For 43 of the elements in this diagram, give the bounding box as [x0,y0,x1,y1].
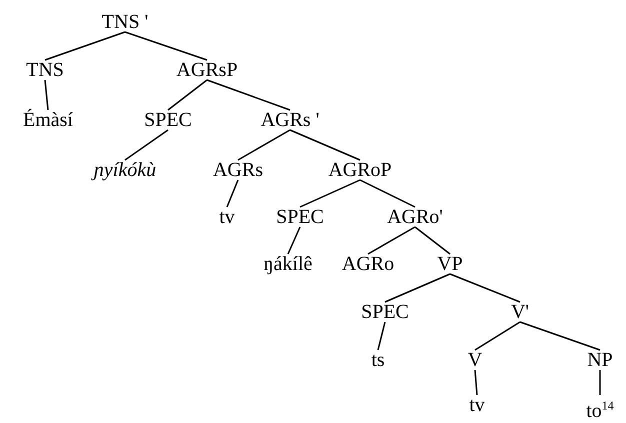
tree-branch [450,273,520,303]
tree-branch [168,79,208,111]
tree-label: AGRoP [328,158,392,182]
tree-label: ts [371,348,385,372]
tree-branch [44,31,126,61]
tree-label: tv [469,393,485,417]
tree-label: ŋákílê [264,252,312,276]
tree-label: tv [219,205,235,229]
tree-branch [124,31,208,61]
tree-branch [206,79,290,111]
tree-label: V' [510,300,530,324]
tree-label: SPEC [276,205,324,229]
tree-branch [414,226,450,255]
tree-branch [226,180,239,208]
tree-branch [599,370,601,395]
tree-branch [384,273,450,303]
tree-branch [287,226,301,254]
tree-label: Émàsí [23,108,73,132]
tree-label: AGRs ' [260,108,320,132]
tree-label: NP [587,348,613,372]
tree-branch [290,129,360,161]
tree-label: SPEC [361,300,409,324]
tree-label: ɲyíkókù [94,158,156,182]
tree-label: AGRo' [387,205,443,229]
tree-label: TNS ' [102,10,148,34]
tree-label: AGRs [213,158,263,182]
tree-branch [44,80,49,110]
tree-label: TNS [26,58,64,82]
tree-label: SPEC [144,108,192,132]
tree-branch [124,129,168,161]
tree-label: VP [437,252,463,276]
tree-branch [300,179,360,208]
tree-branch [520,321,600,351]
tree-label: AGRsP [176,58,238,82]
tree-label: to$^{14}$ [586,393,614,423]
tree-branch [368,226,416,255]
tree-branch [360,179,416,208]
tree-branch [377,322,386,350]
tree-branch [474,321,520,351]
tree-branch [474,370,478,396]
tree-branch [238,129,290,161]
tree-label: V [468,348,482,372]
tree-label: AGRo [342,252,394,276]
